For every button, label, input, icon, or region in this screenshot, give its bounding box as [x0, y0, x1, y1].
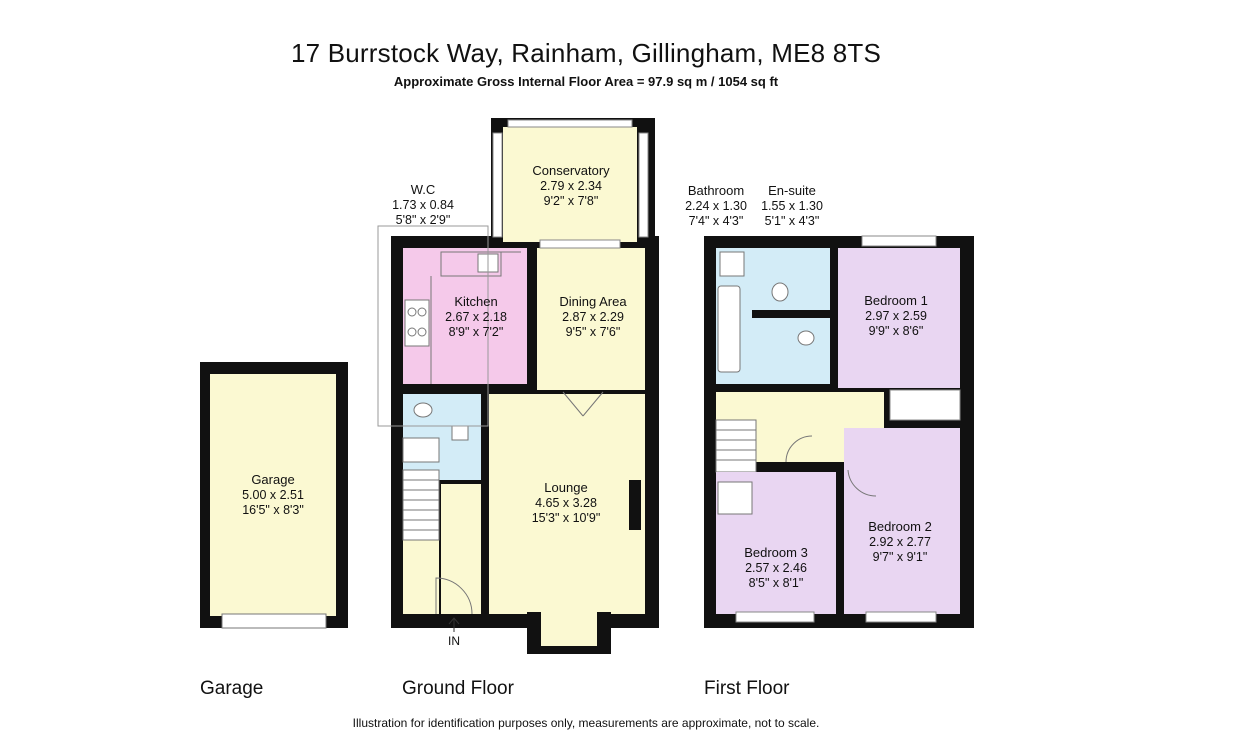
- ground-floor-label: Ground Floor: [402, 678, 514, 699]
- wc-name: W.C: [411, 182, 436, 197]
- bedroom-1-metric: 2.97 x 2.59: [865, 309, 927, 323]
- kitchen-imperial: 8'9" x 7'2": [449, 325, 504, 339]
- bedroom-2-name: Bedroom 2: [868, 519, 932, 534]
- ensuite-room: [752, 248, 830, 310]
- bedroom-2-imperial: 9'7" x 9'1": [873, 550, 928, 564]
- bedroom-3-name: Bedroom 3: [744, 545, 808, 560]
- patio-doors: [539, 239, 621, 249]
- conservatory-imperial: 9'2" x 7'8": [544, 194, 599, 208]
- first-stairs-treads: [716, 429, 756, 461]
- kitchen-hob: [404, 299, 430, 347]
- kitchen-sink-unit: [440, 251, 502, 277]
- garage-room: [210, 374, 336, 616]
- bedroom-3-metric: 2.57 x 2.46: [745, 561, 807, 575]
- conservatory-metric: 2.79 x 2.34: [540, 179, 602, 193]
- bedroom-3-imperial: 8'5" x 8'1": [749, 576, 804, 590]
- front-door-swing: [435, 577, 473, 615]
- conservatory-window-left: [492, 132, 503, 238]
- conservatory-window-right: [638, 132, 649, 238]
- bathroom-room-lower: [752, 318, 830, 384]
- bedroom-3-door-swing: [785, 435, 813, 463]
- bath-icon: [717, 285, 741, 373]
- bedroom-2-room: [844, 428, 960, 614]
- ground-floor-plan: Conservatory 2.79 x 2.34 9'2" x 7'8" W.C…: [377, 118, 659, 654]
- lounge-metric: 4.65 x 3.28: [535, 496, 597, 510]
- ensuite-imperial: 5'1" x 4'3": [765, 214, 820, 228]
- page-title: 17 Burrstock Way, Rainham, Gillingham, M…: [290, 38, 882, 68]
- lounge-room: [489, 394, 645, 614]
- bedroom-2-window: [865, 611, 937, 623]
- bedroom-1-room: [838, 248, 960, 388]
- bathroom-imperial: 7'4" x 4'3": [689, 214, 744, 228]
- bedroom-3-window: [735, 611, 815, 623]
- bedroom-3-cupboard: [717, 481, 753, 515]
- dining-area-name: Dining Area: [559, 294, 627, 309]
- lounge-name: Lounge: [544, 480, 587, 495]
- entrance-arrowhead-icon: [448, 617, 460, 625]
- hob-ring-icon: [407, 307, 417, 317]
- garage-name: Garage: [251, 472, 294, 487]
- bathroom-name: Bathroom: [688, 183, 744, 198]
- lounge-imperial: 15'3" x 10'9": [532, 511, 601, 525]
- conservatory-name: Conservatory: [532, 163, 610, 178]
- dining-area-room: [537, 248, 645, 390]
- dining-area-metric: 2.87 x 2.29: [562, 310, 624, 324]
- shower-tray-icon: [719, 251, 745, 277]
- entrance-label: IN: [448, 634, 460, 648]
- garage-plan: Garage 5.00 x 2.51 16'5" x 8'3": [200, 362, 348, 629]
- hob-ring-icon: [417, 307, 427, 317]
- hob-ring-icon: [407, 327, 417, 337]
- first-stairs: [715, 419, 757, 473]
- double-door-swing: [562, 391, 604, 417]
- wc-imperial: 5'8" x 2'9": [396, 213, 451, 227]
- bathroom-metric: 2.24 x 1.30: [685, 199, 747, 213]
- floor-area-subtitle: Approximate Gross Internal Floor Area = …: [393, 74, 779, 89]
- conservatory-window-top: [507, 119, 633, 128]
- wc-basin-icon: [451, 425, 469, 441]
- chimney-breast: [629, 480, 641, 530]
- conservatory-room: [503, 127, 637, 242]
- ensuite-toilet-icon: [771, 282, 789, 302]
- garage-door: [221, 613, 327, 629]
- bedroom-1-imperial: 9'9" x 8'6": [869, 324, 924, 338]
- bedroom-1-name: Bedroom 1: [864, 293, 928, 308]
- kitchen-metric: 2.67 x 2.18: [445, 310, 507, 324]
- wc-extension-outline: [377, 225, 489, 427]
- bedroom-1-window: [861, 235, 937, 247]
- bay-window-floor: [541, 612, 597, 646]
- ensuite-name: En-suite: [768, 183, 816, 198]
- understairs-store: [402, 437, 440, 463]
- kitchen-name: Kitchen: [454, 294, 497, 309]
- bathroom-basin-icon: [797, 330, 815, 346]
- first-floor-label: First Floor: [704, 678, 790, 699]
- wc-toilet-icon: [413, 402, 433, 418]
- wc-metric: 1.73 x 0.84: [392, 198, 454, 212]
- disclaimer-text: Illustration for identification purposes…: [352, 716, 820, 730]
- first-floor-plan: Bathroom 2.24 x 1.30 7'4" x 4'3" En-suit…: [685, 183, 974, 628]
- hall-entrance: [441, 484, 481, 614]
- ensuite-metric: 1.55 x 1.30: [761, 199, 823, 213]
- garage-imperial: 16'5" x 8'3": [242, 503, 304, 517]
- bedroom-2-door-swing: [847, 469, 877, 497]
- hob-ring-icon: [417, 327, 427, 337]
- garage-metric: 5.00 x 2.51: [242, 488, 304, 502]
- ground-stairs: [402, 469, 440, 541]
- bedroom-2-metric: 2.92 x 2.77: [869, 535, 931, 549]
- garage-floor-label: Garage: [200, 678, 264, 699]
- bedroom-1-wardrobe: [889, 389, 961, 421]
- dining-area-imperial: 9'5" x 7'6": [566, 325, 621, 339]
